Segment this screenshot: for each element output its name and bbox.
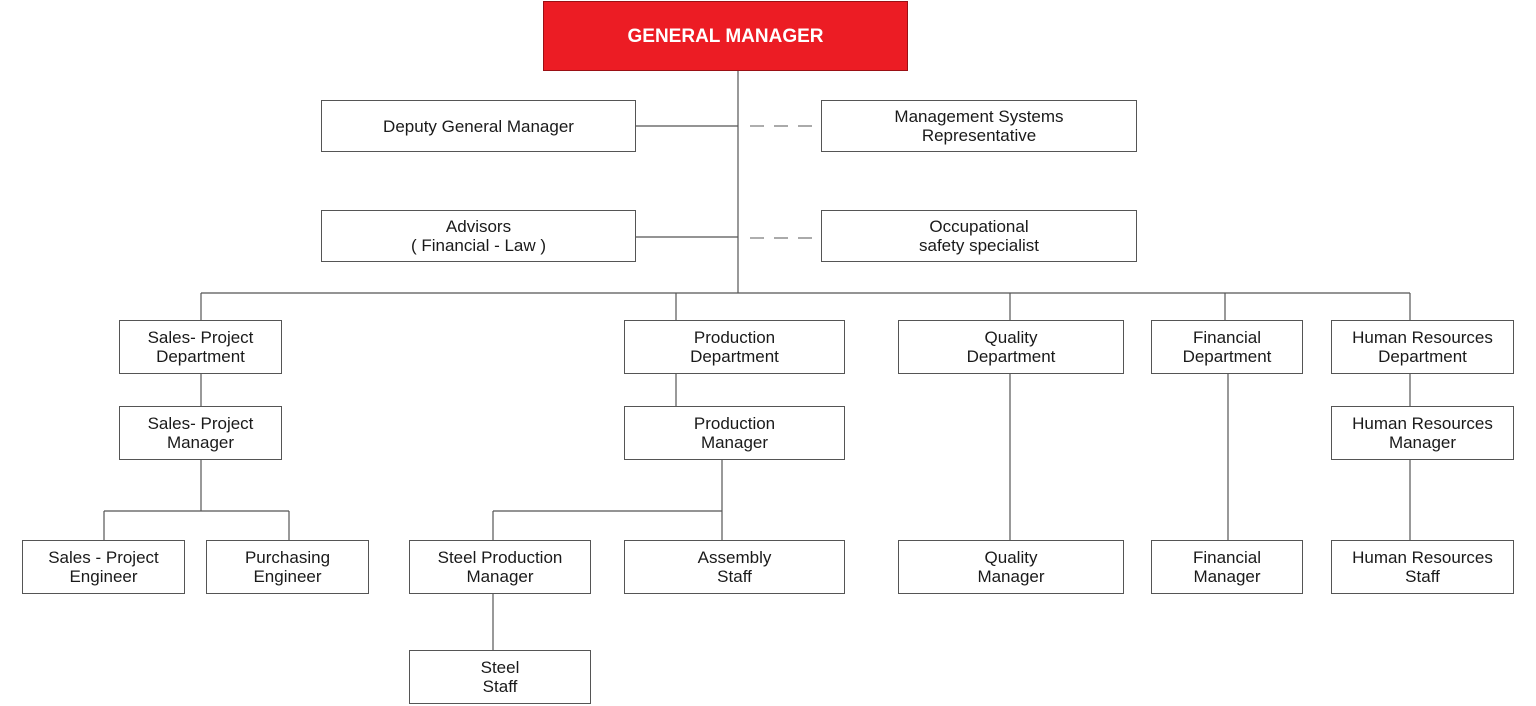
- hr-department-line-1: Human Resources: [1352, 328, 1493, 347]
- assembly-staff-line-1: Assembly: [697, 548, 772, 567]
- sales-department-line-2: Department: [156, 347, 245, 366]
- production-department-line-2: Department: [690, 347, 779, 366]
- general-manager-label: GENERAL MANAGER: [627, 25, 824, 47]
- hr-manager-line-1: Human Resources: [1352, 414, 1493, 433]
- steel-staff-box: Steel Staff: [409, 650, 591, 704]
- quality-manager-box: Quality Manager: [898, 540, 1124, 594]
- production-department-line-1: Production: [693, 328, 776, 347]
- production-manager-line-2: Manager: [700, 433, 769, 452]
- general-manager-box: GENERAL MANAGER: [543, 1, 908, 71]
- sales-manager-line-1: Sales- Project: [147, 414, 254, 433]
- steel-production-manager-line-1: Steel Production: [437, 548, 563, 567]
- steel-staff-line-2: Staff: [482, 677, 518, 696]
- human-resources-department-box: Human Resources Department: [1331, 320, 1514, 374]
- steel-production-manager-line-2: Manager: [466, 567, 534, 586]
- production-department-box: Production Department: [624, 320, 845, 374]
- financial-manager-line-2: Manager: [1193, 567, 1261, 586]
- steel-staff-line-1: Steel: [480, 658, 520, 677]
- advisors-box: Advisors ( Financial - Law ): [321, 210, 636, 262]
- advisors-line-2: ( Financial - Law ): [410, 236, 547, 255]
- sales-project-engineer-box: Sales - Project Engineer: [22, 540, 185, 594]
- deputy-general-manager-label: Deputy General Manager: [383, 116, 574, 136]
- financial-department-box: Financial Department: [1151, 320, 1303, 374]
- sales-project-manager-box: Sales- Project Manager: [119, 406, 282, 460]
- human-resources-manager-box: Human Resources Manager: [1331, 406, 1514, 460]
- purchasing-engineer-line-2: Engineer: [253, 567, 322, 586]
- management-systems-line-1: Management Systems: [894, 107, 1064, 126]
- deputy-general-manager-box: Deputy General Manager: [321, 100, 636, 152]
- quality-department-box: Quality Department: [898, 320, 1124, 374]
- hr-manager-line-2: Manager: [1388, 433, 1457, 452]
- financial-manager-box: Financial Manager: [1151, 540, 1303, 594]
- steel-production-manager-box: Steel Production Manager: [409, 540, 591, 594]
- quality-manager-line-2: Manager: [977, 567, 1045, 586]
- management-systems-representative-box: Management Systems Representative: [821, 100, 1137, 152]
- safety-specialist-line-2: safety specialist: [919, 236, 1039, 255]
- hr-department-line-2: Department: [1378, 347, 1467, 366]
- hr-staff-line-1: Human Resources: [1352, 548, 1493, 567]
- quality-department-line-2: Department: [966, 347, 1056, 366]
- financial-manager-line-1: Financial: [1192, 548, 1262, 567]
- human-resources-staff-box: Human Resources Staff: [1331, 540, 1514, 594]
- sales-department-line-1: Sales- Project: [147, 328, 254, 347]
- purchasing-engineer-line-1: Purchasing: [244, 548, 331, 567]
- sales-manager-line-2: Manager: [166, 433, 235, 452]
- production-manager-line-1: Production: [693, 414, 776, 433]
- quality-department-line-1: Quality: [984, 328, 1038, 347]
- assembly-staff-line-2: Staff: [717, 567, 752, 586]
- financial-department-line-1: Financial: [1192, 328, 1262, 347]
- management-systems-line-2: Representative: [921, 126, 1037, 145]
- sales-project-department-box: Sales- Project Department: [119, 320, 282, 374]
- safety-specialist-line-1: Occupational: [929, 217, 1029, 236]
- hr-staff-line-2: Staff: [1405, 567, 1440, 586]
- sales-engineer-line-1: Sales - Project: [48, 548, 159, 567]
- advisors-line-1: Advisors: [445, 217, 512, 236]
- purchasing-engineer-box: Purchasing Engineer: [206, 540, 369, 594]
- financial-department-line-2: Department: [1182, 347, 1272, 366]
- quality-manager-line-1: Quality: [984, 548, 1038, 567]
- occupational-safety-specialist-box: Occupational safety specialist: [821, 210, 1137, 262]
- production-manager-box: Production Manager: [624, 406, 845, 460]
- sales-engineer-line-2: Engineer: [69, 567, 138, 586]
- assembly-staff-box: Assembly Staff: [624, 540, 845, 594]
